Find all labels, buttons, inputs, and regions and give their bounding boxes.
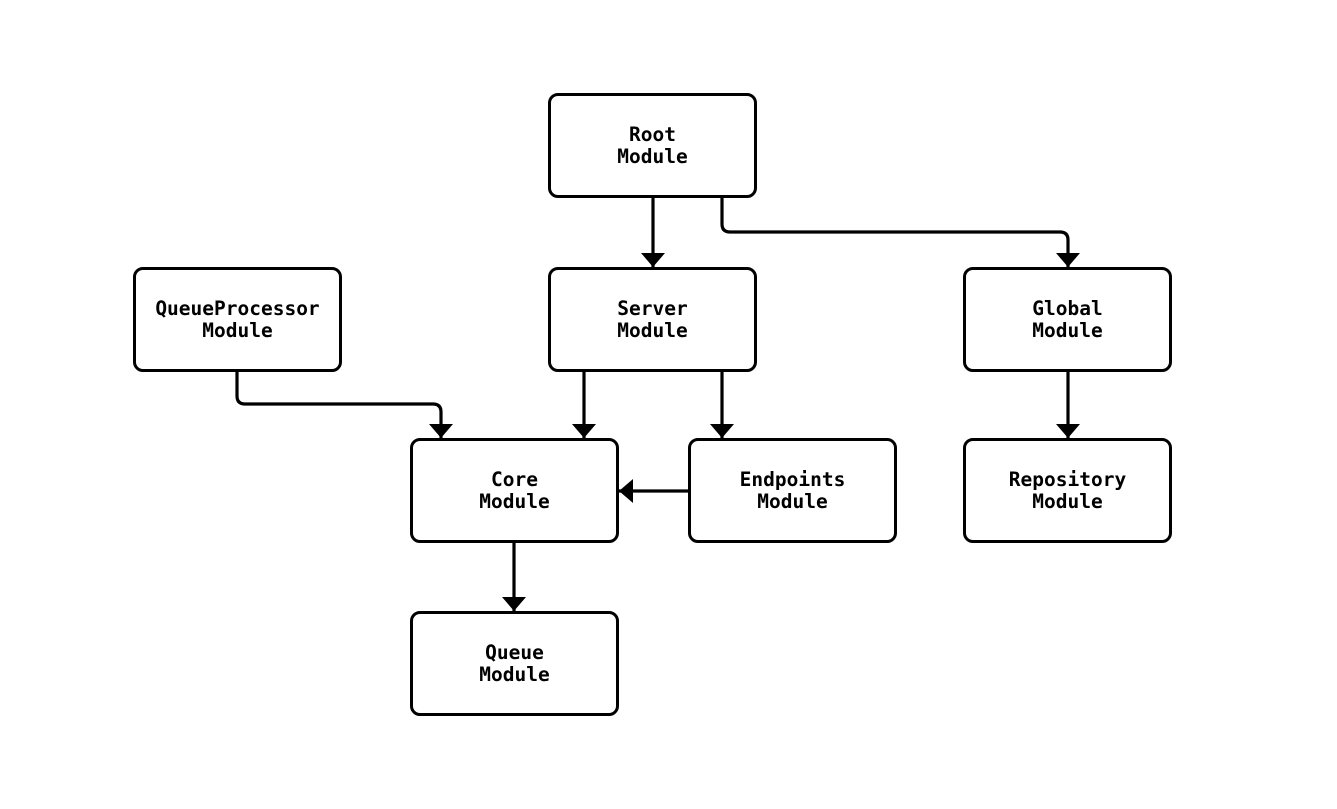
node-label: Repository Module: [1008, 467, 1127, 513]
node-repository-module: Repository Module: [963, 438, 1172, 543]
node-queue-module: Queue Module: [410, 611, 619, 716]
node-global-module: Global Module: [963, 267, 1172, 372]
node-label: Global Module: [1032, 296, 1103, 342]
node-label: Root Module: [617, 122, 688, 168]
node-root-module: Root Module: [548, 93, 757, 198]
node-label: Endpoints Module: [739, 467, 846, 513]
node-queueprocessor-module: QueueProcessor Module: [133, 267, 342, 372]
edge-root-to-global: [720, 198, 1080, 267]
node-core-module: Core Module: [410, 438, 619, 543]
node-server-module: Server Module: [548, 267, 757, 372]
node-label: Core Module: [479, 467, 550, 513]
node-label: Server Module: [617, 296, 688, 342]
edge-queueprocessor-to-core: [235, 372, 453, 438]
node-endpoints-module: Endpoints Module: [688, 438, 897, 543]
node-label: Queue Module: [479, 640, 550, 686]
node-label: QueueProcessor Module: [155, 296, 320, 342]
